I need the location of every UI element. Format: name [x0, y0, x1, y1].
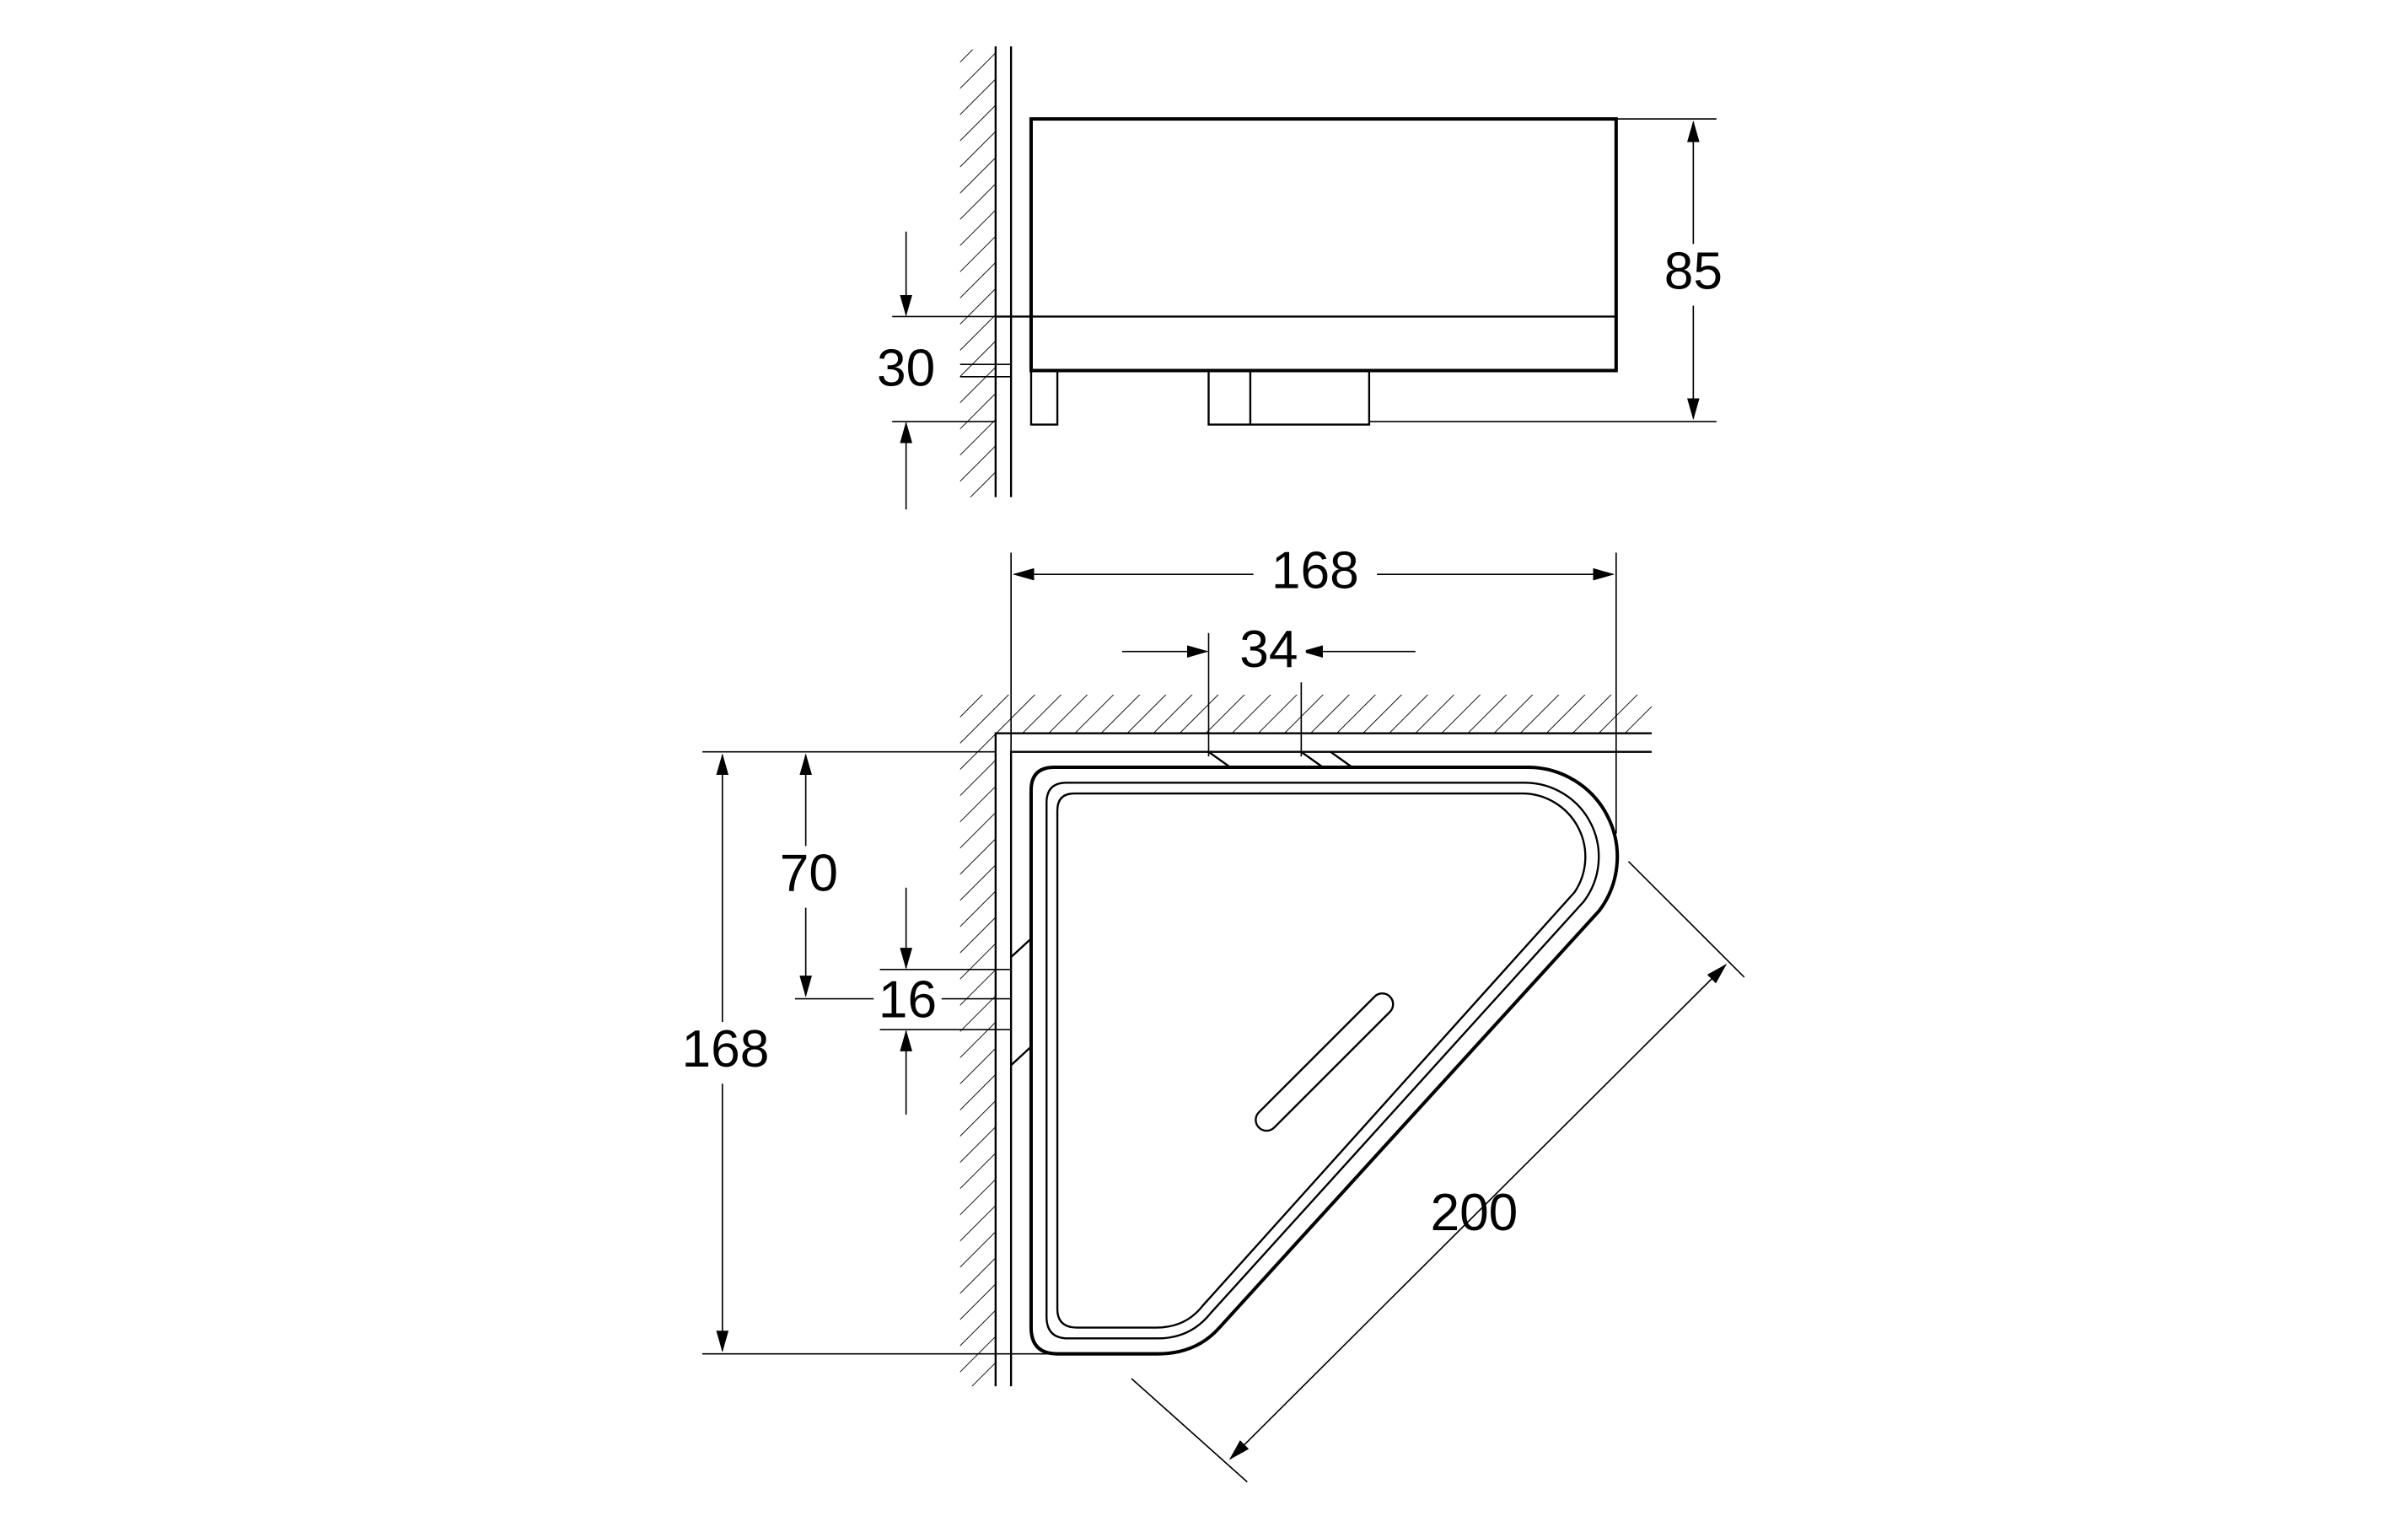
dimension-label-diagonal: 200 [1430, 1184, 1518, 1242]
shelf-leg [1029, 370, 1059, 426]
shelf-inner-rim [1056, 792, 1587, 1329]
wall-hatching [959, 49, 996, 497]
top-wall-hatching [995, 694, 1652, 734]
shelf-inner-rim [1045, 782, 1600, 1340]
dimension-label-mount-width: 16 [879, 971, 937, 1029]
mount-bracket [1207, 369, 1371, 426]
mount-marks [1010, 938, 1032, 1067]
dimension-label-mount-spacing: 34 [1239, 621, 1298, 679]
dimension-label-width: 168 [1271, 542, 1359, 600]
left-wall-hatching [959, 694, 996, 1387]
plan-view: 168 34 168 70 16 200 [666, 542, 1745, 1483]
dimension-label-offset: 30 [877, 340, 935, 398]
dimension-line-diagonal [1228, 964, 1728, 1460]
shelf-body [1029, 117, 1618, 373]
extension-line [1627, 861, 1745, 978]
dimension-label-mount-height: 70 [780, 844, 838, 902]
mount-marks [1207, 750, 1353, 768]
dimension-label-height: 85 [1664, 242, 1723, 300]
extension-line [1131, 1378, 1248, 1483]
side-elevation-view: 85 30 [877, 46, 1733, 510]
dimension-label-depth: 168 [682, 1020, 770, 1078]
shelf-outline [1029, 765, 1620, 1356]
wall-line [994, 732, 1652, 1387]
